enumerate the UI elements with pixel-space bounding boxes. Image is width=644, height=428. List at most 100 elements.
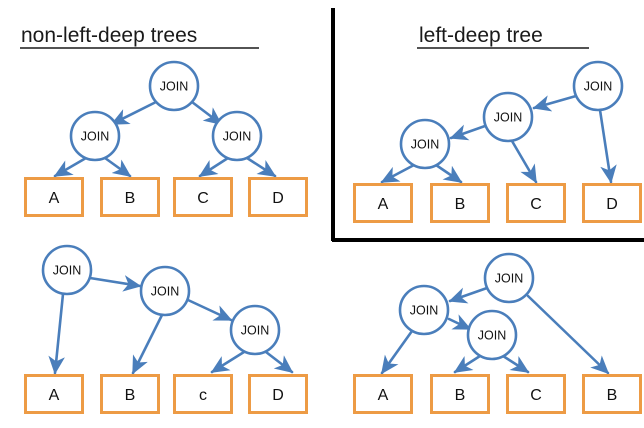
leaf-box-leaf-b (430, 183, 490, 223)
edge-bushy-root-join-to-leaf-d (526, 294, 610, 375)
leaf-box-leaf-b (100, 374, 160, 414)
edge-right-deep-low-join-to-leaf-d (264, 350, 294, 374)
edge-left-deep-mid-join-to-low-join (449, 124, 487, 141)
edge-non-left-deep-balanced-right-join-to-leaf-d (245, 156, 277, 178)
edge-left-deep-mid-join-to-leaf-c (510, 139, 538, 184)
leaf-box-leaf-d (582, 183, 642, 223)
join-circle-low-join (229, 304, 281, 356)
leaf-label-leaf-d: D (272, 190, 284, 207)
leaf-node-non-left-deep-balanced-leaf-b[interactable]: B (100, 177, 160, 217)
join-circle-mid-join (482, 91, 534, 143)
edge-right-deep-mid-join-to-leaf-b (131, 313, 164, 375)
edge-right-deep-low-join-to-leaf-c (210, 350, 246, 374)
edge-non-left-deep-balanced-right-join-to-leaf-c (198, 156, 230, 178)
leaf-node-right-deep-leaf-a[interactable]: A (24, 374, 84, 414)
join-node-bushy-mid-join[interactable]: JOIN (466, 309, 518, 361)
join-circle-root-join (572, 60, 624, 112)
leaf-label-leaf-c: C (530, 387, 542, 404)
edge-bushy-left-join-to-leaf-a (380, 329, 414, 375)
leaf-label-leaf-c: C (197, 190, 209, 207)
diagram-left-deep-leaves: A B C D (353, 183, 642, 223)
edge-left-deep-low-join-to-leaf-b (434, 163, 463, 184)
leaf-box-leaf-d (248, 177, 308, 217)
leaf-label-leaf-b: B (125, 190, 136, 207)
leaf-box-leaf-c (506, 183, 566, 223)
join-node-bushy-root-join[interactable]: JOIN (483, 252, 535, 304)
diagram-non-left-deep-balanced-leaves: A B C D (24, 177, 308, 217)
leaf-label-leaf-d: D (606, 196, 618, 213)
edge-right-deep-root-join-to-leaf-a (48, 292, 65, 375)
join-circle-root-join (148, 60, 200, 112)
leaf-node-left-deep-leaf-b[interactable]: B (430, 183, 490, 223)
join-circle-mid-join (466, 309, 518, 361)
join-label-left-join: JOIN (410, 304, 438, 318)
leaf-label-leaf-d: B (607, 387, 618, 404)
leaf-box-leaf-c (173, 177, 233, 217)
edge-left-deep-low-join-to-leaf-a (380, 163, 416, 184)
leaf-node-right-deep-leaf-d[interactable]: D (248, 374, 308, 414)
leaf-node-bushy-leaf-a[interactable]: A (353, 374, 413, 414)
join-circle-left-join (398, 284, 450, 336)
join-node-left-deep-root-join[interactable]: JOIN (572, 60, 624, 112)
leaf-node-bushy-leaf-c[interactable]: C (506, 374, 566, 414)
edge-left-deep-root-join-to-mid-join (532, 94, 578, 112)
edge-bushy-mid-join-to-leaf-b (453, 354, 482, 374)
join-label-root-join: JOIN (53, 264, 81, 278)
leaf-box-leaf-a (353, 374, 413, 414)
join-node-left-deep-low-join[interactable]: JOIN (399, 118, 451, 170)
edge-right-deep-mid-join-to-low-join (186, 298, 233, 322)
leaf-node-non-left-deep-balanced-leaf-a[interactable]: A (24, 177, 84, 217)
diagram-left-deep-nodes: JOIN JOIN JOIN (399, 60, 624, 170)
edge-non-left-deep-balanced-left-join-to-leaf-a (53, 156, 88, 178)
leaf-label-leaf-b: B (455, 196, 466, 213)
leaf-label-leaf-c: c (199, 387, 207, 404)
join-circle-mid-join (139, 265, 191, 317)
diagram-bushy-edges (380, 286, 610, 375)
join-circle-left-join (69, 110, 121, 162)
join-node-right-deep-root-join[interactable]: JOIN (41, 244, 93, 296)
leaf-label-leaf-b: B (455, 387, 466, 404)
leaf-label-leaf-b: B (125, 387, 136, 404)
leaf-box-leaf-a (353, 183, 413, 223)
join-node-right-deep-mid-join[interactable]: JOIN (139, 265, 191, 317)
edge-bushy-root-join-to-left-join (448, 286, 489, 304)
leaf-node-left-deep-leaf-d[interactable]: D (582, 183, 642, 223)
leaf-node-non-left-deep-balanced-leaf-c[interactable]: C (173, 177, 233, 217)
leaf-box-leaf-c (506, 374, 566, 414)
join-label-mid-join: JOIN (478, 329, 506, 343)
leaf-box-leaf-b (430, 374, 490, 414)
leaf-node-right-deep-leaf-c[interactable]: c (173, 374, 233, 414)
join-node-non-left-deep-balanced-right-join[interactable]: JOIN (211, 110, 263, 162)
join-node-non-left-deep-balanced-left-join[interactable]: JOIN (69, 110, 121, 162)
leaf-label-leaf-a: A (378, 387, 389, 404)
leaf-label-leaf-d: D (272, 387, 284, 404)
join-node-left-deep-mid-join[interactable]: JOIN (482, 91, 534, 143)
leaf-node-bushy-leaf-b[interactable]: B (430, 374, 490, 414)
diagram-left-deep-edges (380, 94, 617, 184)
join-label-mid-join: JOIN (151, 285, 179, 299)
leaf-node-left-deep-leaf-c[interactable]: C (506, 183, 566, 223)
leaf-node-bushy-leaf-d[interactable]: B (582, 374, 642, 414)
leaf-label-leaf-a: A (378, 196, 389, 213)
leaf-box-leaf-c (173, 374, 233, 414)
diagram-bushy-nodes: JOIN JOIN JOIN (398, 252, 535, 361)
leaf-node-right-deep-leaf-b[interactable]: B (100, 374, 160, 414)
leaf-label-leaf-c: C (530, 196, 542, 213)
join-label-left-join: JOIN (81, 130, 109, 144)
join-label-low-join: JOIN (411, 138, 439, 152)
leaf-node-left-deep-leaf-a[interactable]: A (353, 183, 413, 223)
join-node-bushy-left-join[interactable]: JOIN (398, 284, 450, 336)
edge-non-left-deep-balanced-root-join-to-left-join (110, 100, 158, 126)
edges-layer (48, 94, 617, 375)
leaf-box-leaf-d (248, 374, 308, 414)
join-node-right-deep-low-join[interactable]: JOIN (229, 304, 281, 356)
join-node-non-left-deep-balanced-root-join[interactable]: JOIN (148, 60, 200, 112)
leaf-box-leaf-b (100, 177, 160, 217)
leaf-node-non-left-deep-balanced-leaf-d[interactable]: D (248, 177, 308, 217)
